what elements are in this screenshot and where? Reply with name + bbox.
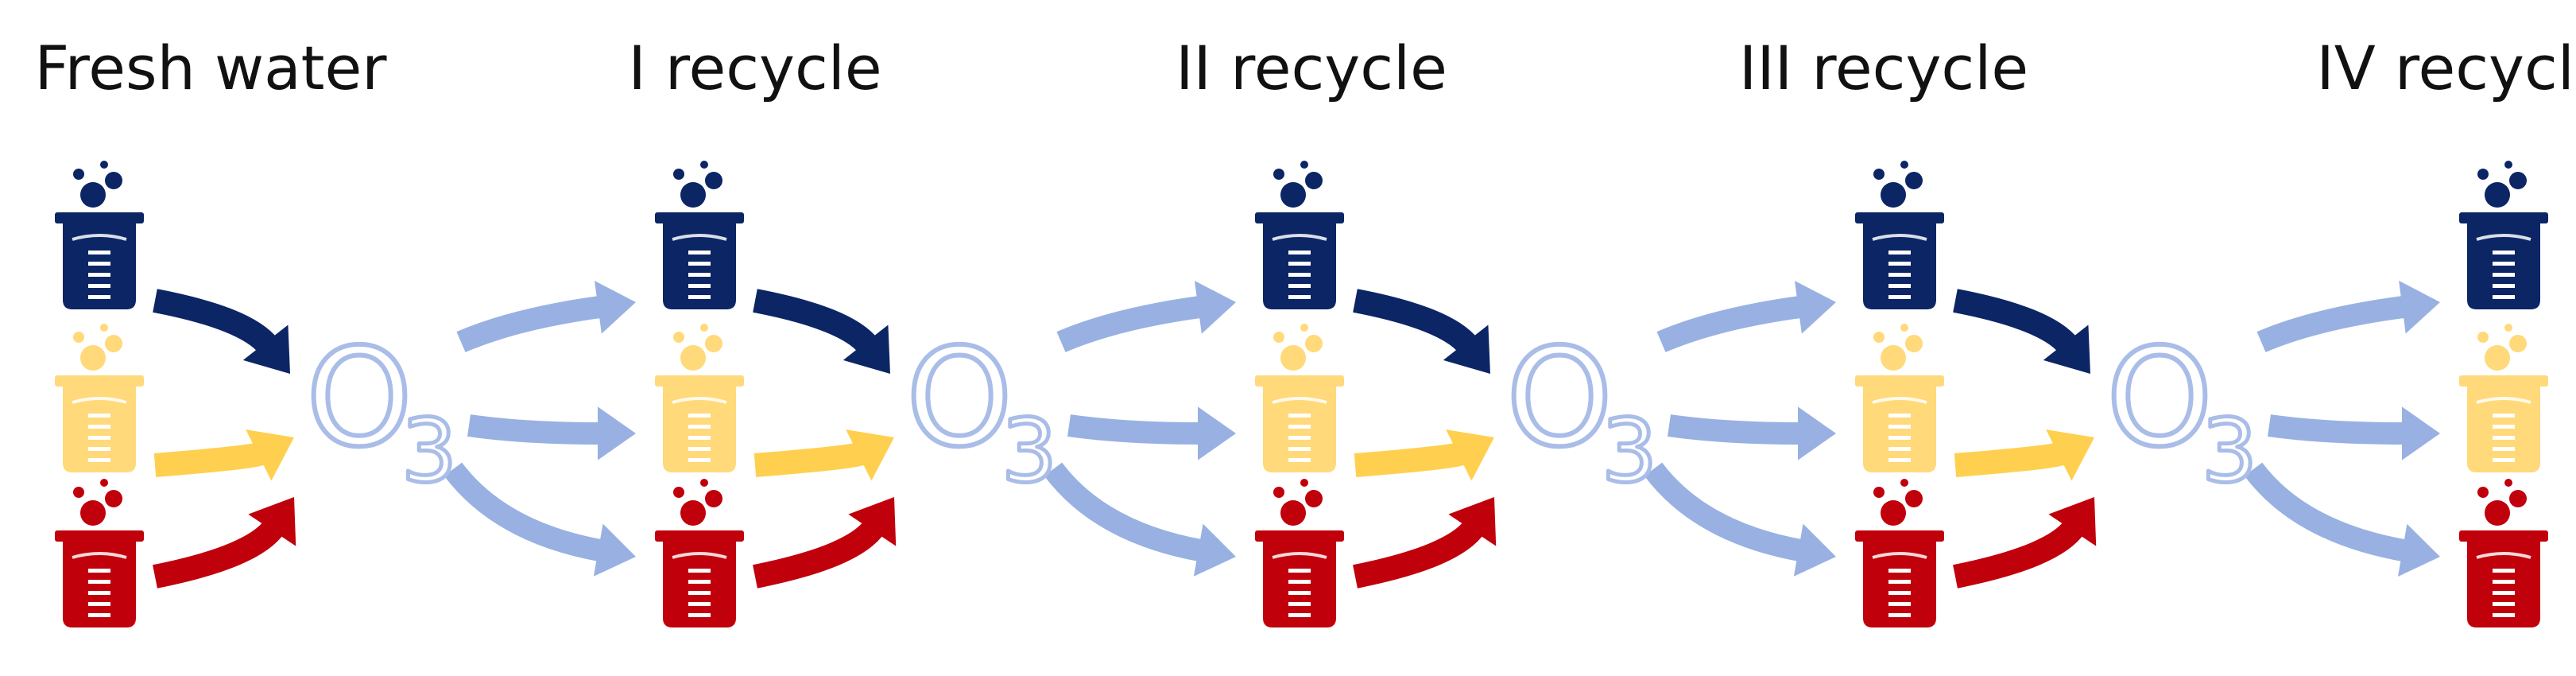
- ozone-symbol-0: O3: [304, 317, 459, 504]
- arrow-icon: [1353, 289, 1490, 374]
- bubbles-icon: [1273, 324, 1323, 371]
- bubbles-icon: [673, 324, 722, 371]
- beaker-icon: [2459, 324, 2548, 472]
- ozone-symbol-1: O3: [904, 317, 1059, 504]
- arrow-icon: [1954, 429, 2094, 481]
- arrow-icon: [1953, 289, 2090, 374]
- bubbles-icon: [1273, 161, 1323, 208]
- arrow-icon: [1353, 497, 1497, 589]
- beaker-icon: [655, 324, 744, 472]
- bubbles-icon: [73, 161, 122, 208]
- arrow-icon: [2256, 280, 2440, 352]
- ozone-letter: O: [306, 320, 413, 477]
- arrow-icon: [1668, 406, 1836, 460]
- beaker-icon: [655, 161, 744, 309]
- stage-title-3: III recycle: [1739, 33, 2028, 103]
- bubbles-icon: [73, 479, 122, 526]
- bubbles-icon: [2477, 324, 2527, 371]
- arrows-layer: [153, 280, 2440, 589]
- arrow-icon: [1354, 429, 1494, 481]
- beaker-icon: [55, 324, 144, 472]
- ozone-letter: O: [2106, 320, 2213, 477]
- arrow-icon: [1067, 406, 1236, 460]
- beaker-icon: [1855, 324, 1944, 472]
- beaker-icon: [2459, 161, 2548, 309]
- arrow-icon: [2268, 406, 2440, 460]
- bubbles-icon: [1873, 479, 1923, 526]
- bubbles-icon: [2477, 161, 2527, 208]
- ozone-subscript: 3: [401, 400, 457, 502]
- bubbles-icon: [1873, 324, 1923, 371]
- arrow-icon: [444, 462, 636, 577]
- ozone-letter: O: [1506, 320, 1613, 477]
- beaker-icon: [1255, 161, 1344, 309]
- ozone-subscript: 3: [1602, 400, 1657, 502]
- arrow-icon: [153, 429, 294, 481]
- beaker-icon: [1855, 161, 1944, 309]
- ozone-letter: O: [906, 320, 1013, 477]
- ozone-subscript: 3: [1001, 400, 1057, 502]
- arrow-icon: [753, 429, 894, 481]
- bubbles-icon: [73, 324, 122, 371]
- bubbles-icon: [673, 161, 722, 208]
- stage-title-4: IV recycle: [2316, 33, 2576, 103]
- arrow-icon: [1953, 497, 2097, 589]
- beaker-icon: [55, 161, 144, 309]
- arrow-icon: [753, 289, 890, 374]
- beaker-icon: [1255, 479, 1344, 627]
- arrow-icon: [2244, 462, 2440, 577]
- arrow-icon: [753, 497, 897, 589]
- arrow-icon: [456, 281, 636, 352]
- arrow-icon: [153, 497, 296, 589]
- stage-title-0: Fresh water: [35, 33, 388, 103]
- arrow-icon: [1044, 462, 1236, 577]
- beakers-layer: [55, 161, 2548, 627]
- arrow-icon: [153, 289, 290, 374]
- stage-title-1: I recycle: [628, 33, 881, 103]
- stage-titles: Fresh water I recycle II recycle III recycl…: [35, 33, 2576, 103]
- arrow-icon: [467, 406, 636, 460]
- ozone-symbol-2: O3: [1504, 317, 1659, 504]
- beaker-icon: [55, 479, 144, 627]
- bubbles-icon: [1273, 479, 1323, 526]
- beaker-icon: [2459, 479, 2548, 627]
- ozone-symbol-3: O3: [2104, 317, 2259, 504]
- bubbles-icon: [673, 479, 722, 526]
- stage-title-2: II recycle: [1176, 33, 1447, 103]
- beaker-icon: [1255, 324, 1344, 472]
- beaker-icon: [655, 479, 744, 627]
- bubbles-icon: [2477, 479, 2527, 526]
- ozone-subscript: 3: [2202, 400, 2257, 502]
- bubbles-icon: [1873, 161, 1923, 208]
- arrow-icon: [1644, 462, 1836, 577]
- beaker-icon: [1855, 479, 1944, 627]
- arrow-icon: [1656, 281, 1836, 352]
- arrow-icon: [1056, 281, 1236, 352]
